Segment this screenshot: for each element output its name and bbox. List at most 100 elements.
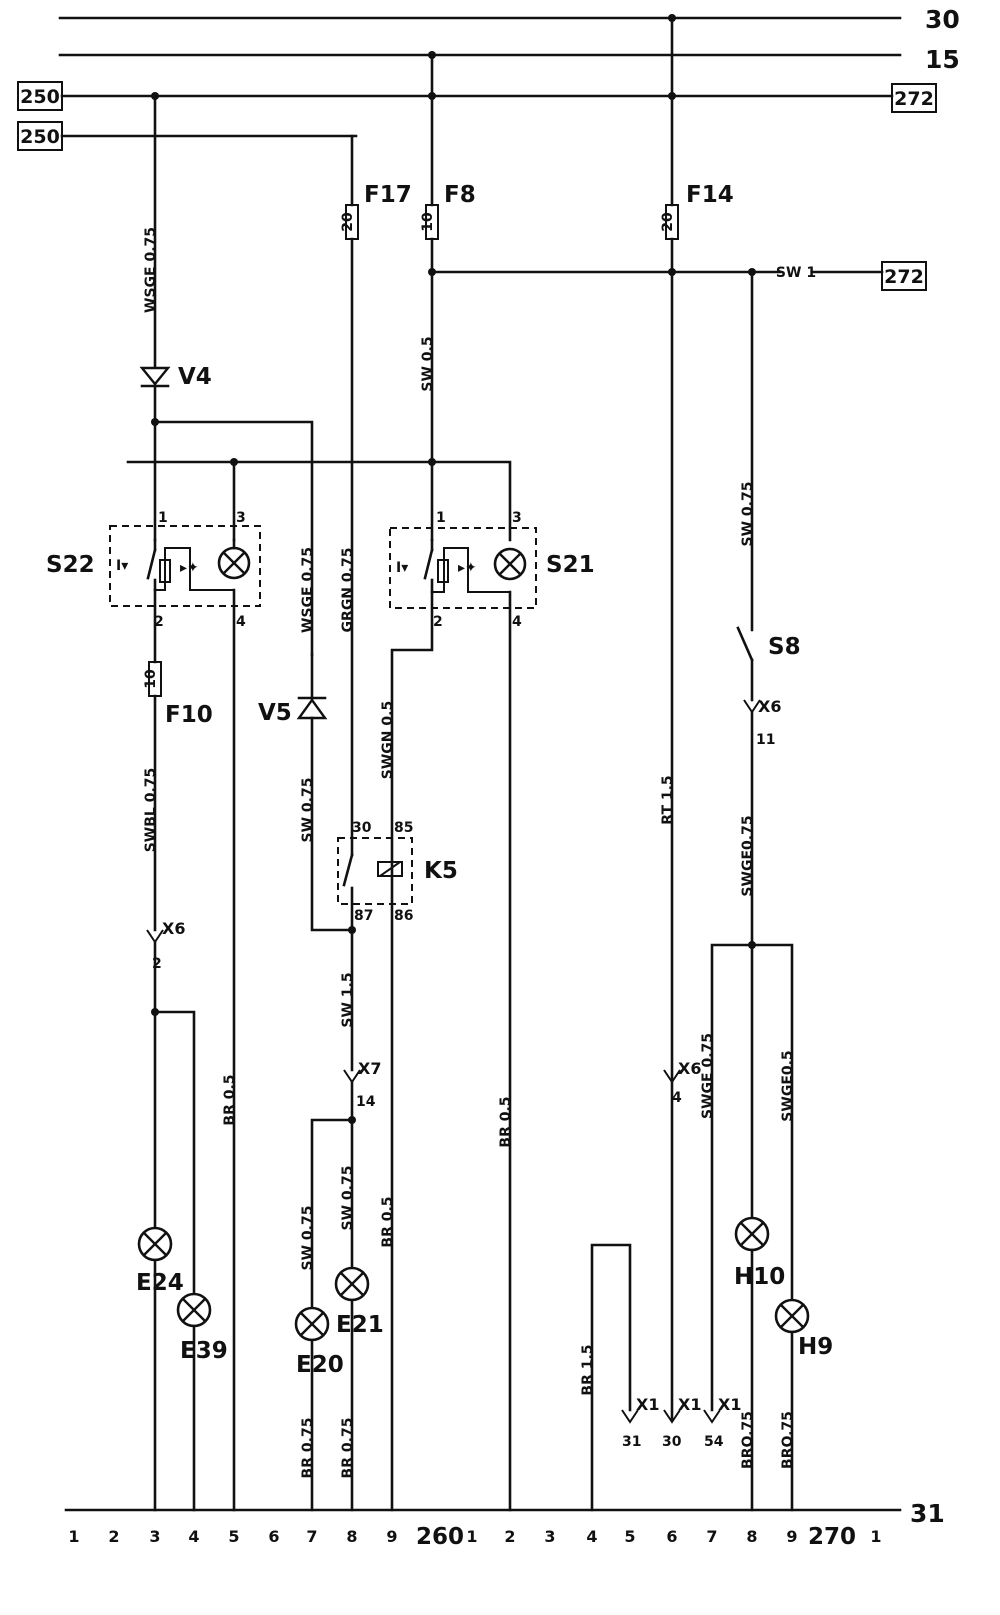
wire-label-e20: SW 0.75	[300, 1206, 316, 1271]
connector-x1-31-label: X1	[636, 1395, 659, 1414]
rail-30-label: 30	[925, 5, 960, 34]
connector-x1-54-pin: 54	[704, 1434, 724, 1450]
grid-tick-label: 5	[624, 1527, 635, 1546]
junction-dot	[151, 418, 159, 426]
connector-x6-11: X6 11	[743, 697, 781, 748]
rail-31-label: 31	[910, 1499, 945, 1528]
lamp-e20-label: E20	[296, 1352, 344, 1378]
s22-pin-4: 4	[236, 614, 246, 630]
page-number-260: 260	[416, 1524, 464, 1550]
grid-tick-label: 4	[188, 1527, 199, 1546]
grid-tick-label: 7	[306, 1527, 317, 1546]
grid-tick-label: 1	[466, 1527, 477, 1546]
ref-box-250-second-label: 250	[20, 126, 60, 148]
connector-x1-30-pin: 30	[662, 1434, 682, 1450]
wire-label-br1: BR 0.75	[300, 1418, 316, 1479]
wire-label-c6: BR 0.5	[498, 1096, 514, 1147]
wire-label-c1b: SWBL 0.75	[143, 768, 159, 853]
wire-label-c8b: SWGE0.75	[740, 815, 756, 896]
wire-label-sw1: SW 1	[776, 265, 816, 281]
wire-label-c5a: SW 0.5	[420, 336, 436, 391]
connector-x6-4-pin: 4	[672, 1090, 682, 1106]
grid-tick-label: 8	[346, 1527, 357, 1546]
wire-label-br3: BR 1.5	[580, 1344, 596, 1395]
relay-k5-pin-85: 85	[394, 820, 413, 836]
wire-label-c5c: BR 0.5	[380, 1196, 396, 1247]
svg-text:I▾: I▾	[116, 558, 128, 574]
connector-x6-2: X6 2	[146, 919, 185, 972]
wire-label-e21: SW 0.75	[340, 1166, 356, 1231]
wire-label-br2: BR 0.75	[340, 1418, 356, 1479]
switch-s21: I▾ ▸✦ 1 3 2 4 S21	[389, 510, 595, 630]
diode-v4-label: V4	[178, 364, 212, 390]
page-number-270: 270	[808, 1524, 856, 1550]
junction-dot	[230, 458, 238, 466]
grid-tick-label: 4	[586, 1527, 597, 1546]
switch-s22: I▾ ▸✦ 1 3 2 4 S22	[46, 510, 261, 630]
lamp-e21-label: E21	[336, 1312, 384, 1338]
fuse-f14-value: 20	[660, 212, 676, 232]
ref-box-272-top: 272	[891, 83, 937, 113]
fuse-f8-value: 10	[420, 212, 436, 232]
wire	[153, 420, 314, 657]
connector-x6-11-label: X6	[758, 697, 781, 716]
grid-tick-label: 5	[228, 1527, 239, 1546]
grid-tick-label: 9	[386, 1527, 397, 1546]
fuse-f14-label: F14	[686, 182, 734, 208]
connector-x6-4-label: X6	[678, 1059, 701, 1078]
lamp-h9-label: H9	[798, 1334, 833, 1360]
s21-pin-3: 3	[512, 510, 522, 526]
switch-illumination-bus	[126, 460, 512, 542]
connector-x6-11-pin: 11	[756, 732, 775, 748]
switch-s8-label: S8	[768, 634, 801, 660]
fuse-f10: 10 F10	[143, 661, 213, 728]
s22-pin-3: 3	[236, 510, 246, 526]
switch-s22-label: S22	[46, 552, 95, 578]
ref-box-250-second: 250	[17, 121, 63, 151]
wire-swgn	[390, 590, 434, 1512]
fuse-f10-label: F10	[165, 702, 213, 728]
relay-k5-label: K5	[424, 858, 458, 884]
relay-k5-pin-86: 86	[394, 908, 413, 924]
relay-k5: 30 85 87 86 K5	[337, 820, 458, 932]
grid-tick-label: 3	[149, 1527, 160, 1546]
wire-label-c3b: SW 0.75	[300, 778, 316, 843]
diode-v5-label: V5	[258, 700, 292, 726]
fuse-f10-value: 10	[143, 669, 159, 689]
rail-15-label: 15	[925, 45, 960, 74]
wire-label-br5: BRO.75	[780, 1411, 796, 1469]
fuse-f17: 20 F17	[340, 134, 412, 240]
switch-s8: S8	[736, 626, 801, 702]
connector-x7-14: X7 14	[343, 1059, 381, 1110]
svg-text:▸✦: ▸✦	[458, 560, 477, 576]
ref-box-272-sw: 272	[881, 261, 927, 291]
wire	[153, 1010, 196, 1296]
wire-label-c10: SW 1.5	[340, 972, 356, 1027]
connector-x6-4: X6 4	[663, 1059, 701, 1106]
wire-label-c8a: SW 0.75	[740, 482, 756, 547]
grid-tick-label: 1	[68, 1527, 79, 1546]
fuse-f17-value: 20	[340, 212, 356, 232]
lamp-h10-label: H10	[734, 1264, 785, 1290]
wire-label-c9a: SWGE 0.75	[700, 1033, 716, 1119]
wire	[310, 1118, 354, 1310]
lamp-e39-label: E39	[180, 1338, 228, 1364]
diode-v5: V5	[258, 696, 328, 726]
lamp-h10	[734, 1216, 770, 1252]
s22-pin-1: 1	[158, 510, 168, 526]
wire	[310, 716, 354, 932]
wire-label-c5b: SWGN 0.5	[380, 701, 396, 779]
connector-x1-54: X1 54	[703, 1395, 741, 1450]
wire-label-c2: BR 0.5	[222, 1074, 238, 1125]
grid-tick-label: 7	[706, 1527, 717, 1546]
lamp-e24-label: E24	[136, 1270, 184, 1296]
s22-pin-2: 2	[154, 614, 164, 630]
grid-tick-label: 6	[268, 1527, 279, 1546]
grid-tick-label: 3	[544, 1527, 555, 1546]
wire-label-c7: RT 1.5	[660, 775, 676, 824]
junction-dot	[748, 941, 756, 949]
relay-k5-pin-87: 87	[354, 908, 373, 924]
lamp-e21	[334, 1266, 370, 1302]
